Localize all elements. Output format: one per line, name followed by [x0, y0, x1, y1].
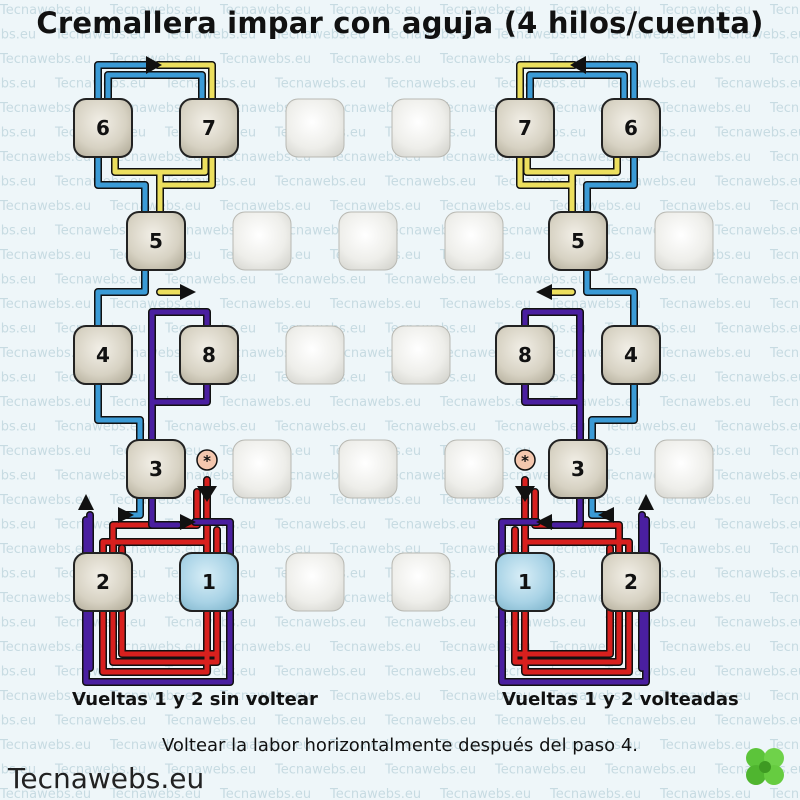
bead-right-3: 3 — [548, 439, 608, 499]
bead-number: 3 — [149, 457, 163, 481]
direction-arrows — [515, 56, 654, 530]
arrow-right-top — [570, 56, 586, 74]
bead-number: 6 — [624, 116, 638, 140]
arrow-left-top — [146, 56, 162, 74]
empty-bead — [285, 552, 345, 612]
empty-bead — [391, 552, 451, 612]
bead-left-6: 6 — [73, 98, 133, 158]
bead-left-8: 8 — [179, 325, 239, 385]
bead-right-1: 1 — [495, 552, 555, 612]
bead-left-5: 5 — [126, 211, 186, 271]
brand-logo-text: Tecnawebs.eu — [8, 762, 205, 795]
bead-number: 7 — [518, 116, 532, 140]
bead-number: 5 — [149, 229, 163, 253]
start-marker-right: * — [514, 449, 536, 471]
clover-logo-icon — [746, 748, 784, 785]
arrow-left-row1 — [118, 507, 134, 523]
bead-left-1: 1 — [179, 552, 239, 612]
bead-number: 4 — [624, 343, 638, 367]
bead-right-8: 8 — [495, 325, 555, 385]
arrow-left-row2 — [180, 514, 196, 530]
bead-right-5: 5 — [548, 211, 608, 271]
bead-left-7: 7 — [179, 98, 239, 158]
empty-bead — [391, 325, 451, 385]
bead-number: 8 — [202, 343, 216, 367]
bead-right-4: 4 — [601, 325, 661, 385]
empty-bead — [444, 211, 504, 271]
numbered-beads: 6 7 5 4 8 3 2 1 7 6 5 8 4 3 1 2 — [73, 98, 661, 612]
empty-bead — [391, 98, 451, 158]
empty-bead — [232, 439, 292, 499]
arrow-right-row1 — [598, 507, 614, 523]
bead-number: 2 — [624, 570, 638, 594]
instruction-note: Voltear la labor horizontalmente después… — [161, 735, 639, 756]
purple-thread-fill — [83, 309, 233, 685]
diagram-title: Cremallera impar con aguja (4 hilos/cuen… — [36, 6, 764, 40]
empty-bead — [285, 325, 345, 385]
empty-bead — [232, 211, 292, 271]
left-thread-paths — [78, 56, 234, 686]
purple-thread-fill — [499, 309, 649, 685]
empty-bead — [654, 211, 714, 271]
arrow-left-start — [197, 486, 217, 502]
bead-right-2: 2 — [601, 552, 661, 612]
empty-bead — [444, 439, 504, 499]
bead-number: 6 — [96, 116, 110, 140]
arrow-left-mid — [180, 284, 196, 300]
bead-number: 4 — [96, 343, 110, 367]
bead-right-6: 6 — [601, 98, 661, 158]
arrow-right-row2 — [536, 514, 552, 530]
bead-number: 1 — [202, 570, 216, 594]
bead-left-4: 4 — [73, 325, 133, 385]
arrow-right-start — [515, 486, 535, 502]
empty-bead — [338, 211, 398, 271]
bead-number: 5 — [571, 229, 585, 253]
empty-bead — [654, 439, 714, 499]
bead-number: 2 — [96, 570, 110, 594]
bead-number: 3 — [571, 457, 585, 481]
bead-left-2: 2 — [73, 552, 133, 612]
empty-bead-grid — [232, 98, 714, 612]
bead-number: 1 — [518, 570, 532, 594]
arrow-left-exit — [78, 494, 94, 510]
empty-bead — [338, 439, 398, 499]
caption-right: Vueltas 1 y 2 volteadas — [502, 689, 739, 710]
svg-text:*: * — [521, 452, 529, 470]
bead-number: 8 — [518, 343, 532, 367]
start-marker-left: * — [196, 449, 218, 471]
bead-left-3: 3 — [126, 439, 186, 499]
empty-bead — [285, 98, 345, 158]
bead-number: 7 — [202, 116, 216, 140]
caption-left: Vueltas 1 y 2 sin voltear — [72, 689, 318, 710]
arrow-right-mid — [536, 284, 552, 300]
arrow-right-exit — [638, 494, 654, 510]
direction-arrows — [78, 56, 217, 530]
svg-text:*: * — [203, 452, 211, 470]
bead-right-7: 7 — [495, 98, 555, 158]
